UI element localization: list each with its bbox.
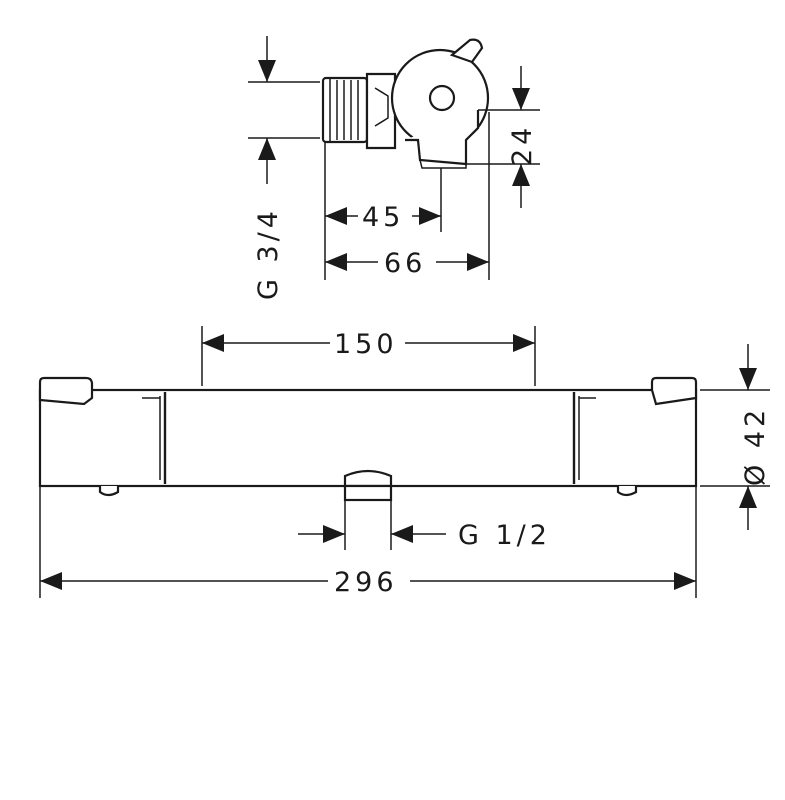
label-total-depth: 66 — [384, 248, 426, 279]
dim-diameter: Ø 42 — [700, 344, 771, 530]
handle-lever — [449, 38, 484, 64]
dim-depth: 45 66 — [324, 112, 490, 280]
label-depth-to-outlet: 45 — [362, 202, 404, 233]
dim-outlet-thread: G 1/2 — [298, 500, 551, 551]
outlet-spout — [343, 469, 393, 488]
label-outlet-offset: 24 — [507, 124, 538, 166]
left-foot — [98, 486, 120, 497]
spindle-hole — [428, 84, 456, 112]
dim-overall-length: 296 — [39, 486, 697, 598]
label-outlet-thread: G 1/2 — [458, 520, 551, 551]
dim-center-distance: 150 — [201, 326, 536, 386]
label-center-distance: 150 — [334, 329, 398, 360]
inlet-connector — [321, 76, 369, 144]
dim-thread-inlet: G 3/4 — [248, 36, 320, 300]
front-view — [38, 376, 698, 502]
left-end-cap — [38, 376, 94, 406]
right-end-cap — [650, 376, 698, 406]
right-foot — [616, 486, 638, 497]
label-thread-inlet: G 3/4 — [253, 207, 284, 300]
label-diameter: Ø 42 — [740, 406, 771, 486]
label-overall-length: 296 — [334, 567, 398, 598]
side-view — [321, 38, 490, 169]
dim-outlet-offset: 24 — [466, 66, 540, 208]
connector-neck — [365, 72, 397, 150]
